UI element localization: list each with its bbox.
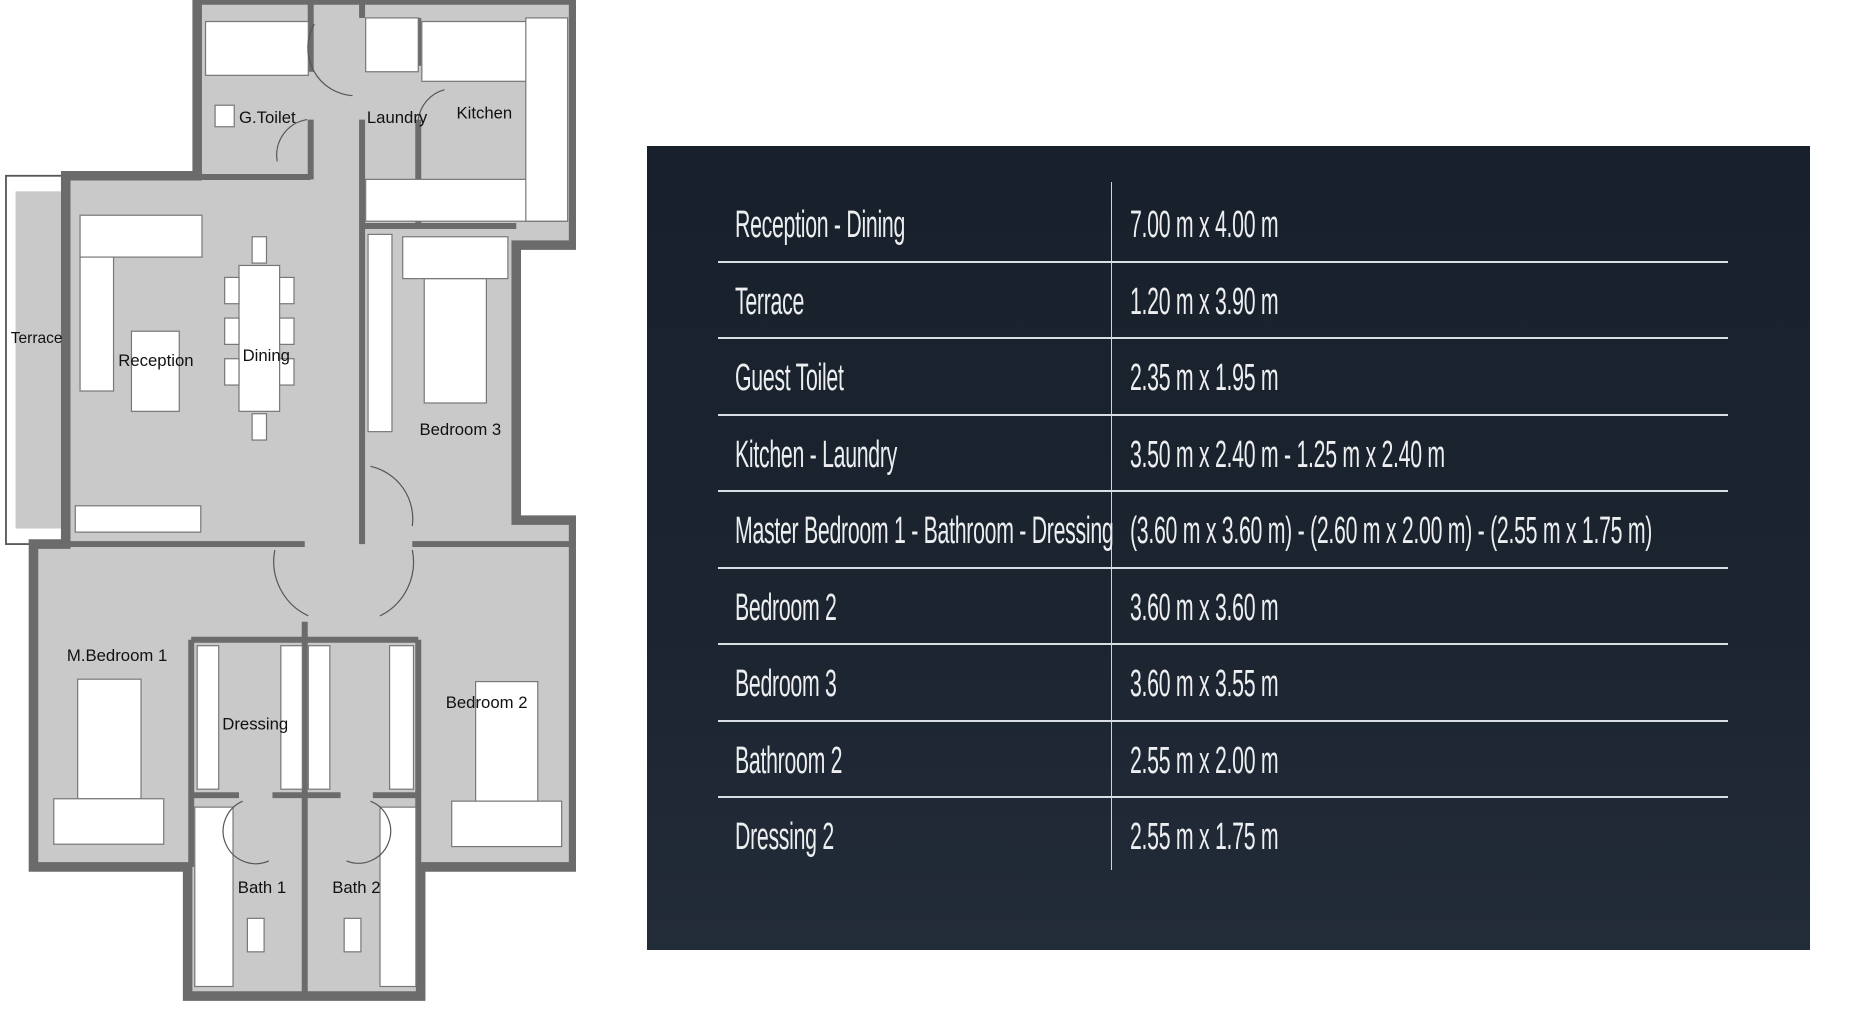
room-name: Bedroom 2 xyxy=(735,586,837,629)
table-row: Guest Toilet 2.35 m x 1.95 m xyxy=(718,339,1728,416)
toilet-1 xyxy=(246,917,265,953)
room-dimensions: 2.55 m x 2.00 m xyxy=(1130,739,1279,782)
room-name: Kitchen - Laundry xyxy=(735,433,898,476)
fixtures xyxy=(74,17,569,988)
room-label-bedroom2: Bedroom 2 xyxy=(446,693,528,712)
room-name: Bedroom 3 xyxy=(735,663,837,705)
table-row: Reception - Dining 7.00 m x 4.00 m xyxy=(718,186,1728,263)
coffee-table xyxy=(130,330,180,412)
room-label-dressing: Dressing xyxy=(222,714,288,733)
floor-plan: G.Toilet Laundry Kitchen Terrace Recepti… xyxy=(5,0,576,1001)
bed-master xyxy=(77,678,142,800)
toilet-2 xyxy=(343,917,362,953)
room-dimensions: 3.60 m x 3.55 m xyxy=(1130,663,1279,705)
room-dimensions: 2.35 m x 1.95 m xyxy=(1130,357,1279,399)
room-label-kitchen: Kitchen xyxy=(456,103,512,122)
room-dimensions: 3.50 m x 2.40 m - 1.25 m x 2.40 m xyxy=(1130,433,1445,476)
room-dimensions: 7.00 m x 4.00 m xyxy=(1130,204,1279,246)
room-label-bath1: Bath 1 xyxy=(238,878,286,897)
room-dimensions: 3.60 m x 3.60 m xyxy=(1130,586,1279,629)
room-label-reception: Reception xyxy=(118,351,193,370)
room-label-guest-toilet: G.Toilet xyxy=(239,108,296,127)
table-row: Dressing 2 2.55 m x 1.75 m xyxy=(718,798,1728,875)
room-label-bath2: Bath 2 xyxy=(332,878,380,897)
room-dimensions-panel: Reception - Dining 7.00 m x 4.00 m Terrace… xyxy=(647,146,1810,950)
room-label-bedroom3: Bedroom 3 xyxy=(419,420,501,439)
room-name: Dressing 2 xyxy=(735,816,834,858)
column-divider xyxy=(1111,182,1112,870)
room-label-master-bedroom: M.Bedroom 1 xyxy=(67,646,167,665)
room-label-laundry: Laundry xyxy=(367,108,428,127)
table-row: Bathroom 2 2.55 m x 2.00 m xyxy=(718,722,1728,798)
bed-bedroom2 xyxy=(475,680,539,802)
room-dimensions: (3.60 m x 3.60 m) - (2.60 m x 2.00 m) - … xyxy=(1130,510,1653,552)
room-name: Bathroom 2 xyxy=(735,739,843,782)
table-row: Master Bedroom 1 - Bathroom - Dressing (3… xyxy=(718,492,1728,569)
room-label-dining: Dining xyxy=(243,346,290,365)
room-label-terrace: Terrace xyxy=(11,330,63,347)
terrace-floor xyxy=(15,191,61,529)
room-dimensions: 1.20 m x 3.90 m xyxy=(1130,280,1279,323)
room-dimensions-table: Reception - Dining 7.00 m x 4.00 m Terrace… xyxy=(718,186,1728,875)
table-row: Terrace 1.20 m x 3.90 m xyxy=(718,263,1728,339)
table-row: Bedroom 3 3.60 m x 3.55 m xyxy=(718,645,1728,722)
room-name: Guest Toilet xyxy=(735,357,844,399)
door-swings xyxy=(222,23,445,865)
room-dimensions: 2.55 m x 1.75 m xyxy=(1130,816,1279,858)
room-name: Master Bedroom 1 - Bathroom - Dressing xyxy=(735,510,1114,552)
table-row: Kitchen - Laundry 3.50 m x 2.40 m - 1.25 … xyxy=(718,416,1728,492)
table-row: Bedroom 2 3.60 m x 3.60 m xyxy=(718,569,1728,645)
furniture xyxy=(53,104,563,953)
sofa xyxy=(79,214,203,258)
bed-bedroom3 xyxy=(423,278,487,404)
room-name: Terrace xyxy=(735,280,805,323)
dining-table xyxy=(238,264,281,412)
room-name: Reception - Dining xyxy=(735,204,906,246)
